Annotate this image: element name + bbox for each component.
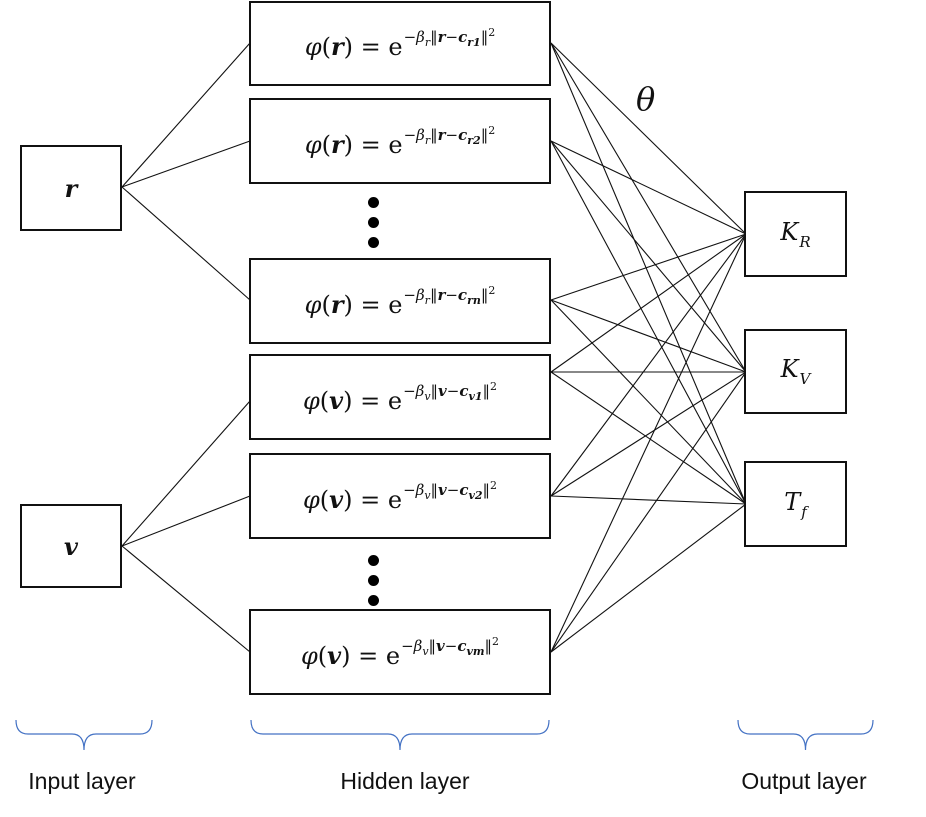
ellipsis-dot — [368, 197, 379, 208]
rbf-formula: φ(r) = e−βr‖r−cr1‖2 — [304, 26, 496, 61]
hidden-output-wire — [550, 233, 747, 373]
output-node-tf: Tf — [744, 461, 847, 547]
input-hidden-wire — [121, 400, 251, 547]
hidden-output-wire — [550, 140, 747, 235]
hidden-node-v2: φ(v) = e−βv‖v−cv2‖2 — [249, 453, 551, 539]
hidden-output-wire — [550, 233, 747, 497]
rbf-formula: φ(r) = e−βr‖r−cr2‖2 — [304, 123, 496, 159]
rbf-formula: φ(v) = e−βv‖v−cv2‖2 — [302, 478, 498, 514]
hidden-node-r1: φ(r) = e−βr‖r−cr1‖2 — [249, 1, 551, 86]
ellipsis-dot — [368, 595, 379, 606]
hidden-output-wire — [550, 299, 747, 373]
hidden-output-wire — [550, 140, 747, 505]
input-hidden-wire — [121, 140, 251, 188]
output-node-kv: KV — [744, 329, 847, 414]
hidden-output-wire — [550, 42, 747, 373]
output-node-kr: KR — [744, 191, 847, 277]
input-symbol-r: r — [64, 173, 78, 203]
hidden-output-wire — [550, 371, 747, 505]
ellipsis-dot — [368, 217, 379, 228]
input-node-v: v — [20, 504, 122, 588]
output-label-kr: KR — [780, 217, 811, 251]
output-layer-brace — [737, 719, 874, 751]
input-hidden-wire — [121, 42, 251, 188]
ellipsis-dot — [368, 237, 379, 248]
hidden-output-wire — [550, 371, 747, 497]
rbf-formula: φ(r) = e−βr‖r−crn‖2 — [304, 283, 496, 319]
hidden-output-wire — [550, 233, 747, 301]
hidden-output-wire — [550, 299, 747, 505]
input-hidden-wire — [121, 186, 251, 301]
input-node-r: r — [20, 145, 122, 231]
hidden-node-v1: φ(v) = e−βv‖v−cv1‖2 — [249, 354, 551, 440]
hidden-layer-brace — [250, 719, 550, 751]
hidden-output-wire — [550, 42, 747, 505]
input-layer-label: Input layer — [28, 768, 136, 794]
ellipsis-dot — [368, 555, 379, 566]
rbf-formula: φ(v) = e−βv‖v−cv1‖2 — [302, 379, 498, 415]
output-layer-label: Output layer — [741, 768, 867, 794]
ellipsis-dot — [368, 575, 379, 586]
hidden-output-wire — [550, 233, 747, 653]
input-layer-brace — [15, 719, 153, 751]
hidden-output-wire — [550, 495, 747, 505]
input-hidden-wire — [121, 495, 251, 547]
weight-theta-label: θ — [636, 80, 656, 118]
hidden-node-rn: φ(r) = e−βr‖r−crn‖2 — [249, 258, 551, 344]
input-symbol-v: v — [64, 531, 78, 561]
hidden-output-wire — [550, 371, 747, 653]
hidden-node-r2: φ(r) = e−βr‖r−cr2‖2 — [249, 98, 551, 184]
hidden-layer-label: Hidden layer — [340, 768, 470, 794]
rbf-formula: φ(v) = e−βv‖v−cvm‖2 — [300, 634, 499, 670]
output-label-kv: KV — [780, 355, 811, 388]
input-hidden-wire — [121, 545, 251, 653]
hidden-node-vm: φ(v) = e−βv‖v−cvm‖2 — [249, 609, 551, 695]
output-label-tf: Tf — [784, 487, 807, 521]
hidden-output-wire — [550, 503, 747, 653]
hidden-output-wire — [550, 42, 747, 235]
hidden-output-wire — [550, 140, 747, 373]
